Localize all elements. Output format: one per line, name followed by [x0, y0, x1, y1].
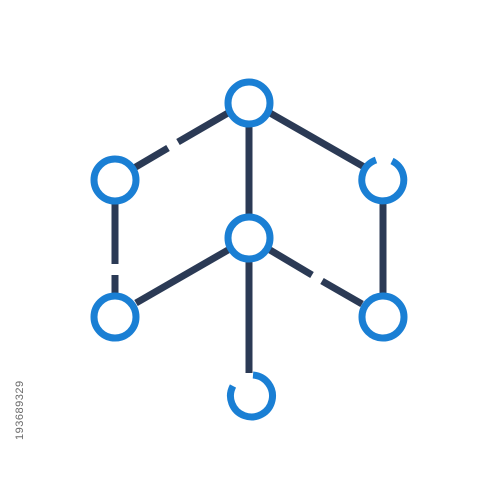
node-lower-right — [358, 292, 408, 342]
node-upper-right — [358, 156, 408, 205]
node-top — [224, 78, 274, 128]
node-upper-left — [90, 155, 140, 205]
node-center — [224, 213, 274, 263]
edge-top-upper-left-a — [176, 109, 230, 146]
edges-group — [111, 109, 387, 373]
image-id-watermark: 193689329 — [14, 380, 26, 440]
edge-top-upper-left-b — [132, 144, 170, 172]
edge-center-lower-right-b — [320, 277, 364, 308]
node-lower-left — [90, 292, 140, 342]
edge-top-upper-right — [268, 109, 368, 172]
nodes-group — [90, 78, 408, 421]
edge-center-lower-right-a — [268, 246, 314, 279]
edge-center-lower-left — [134, 246, 230, 307]
node-bottom — [227, 371, 276, 421]
